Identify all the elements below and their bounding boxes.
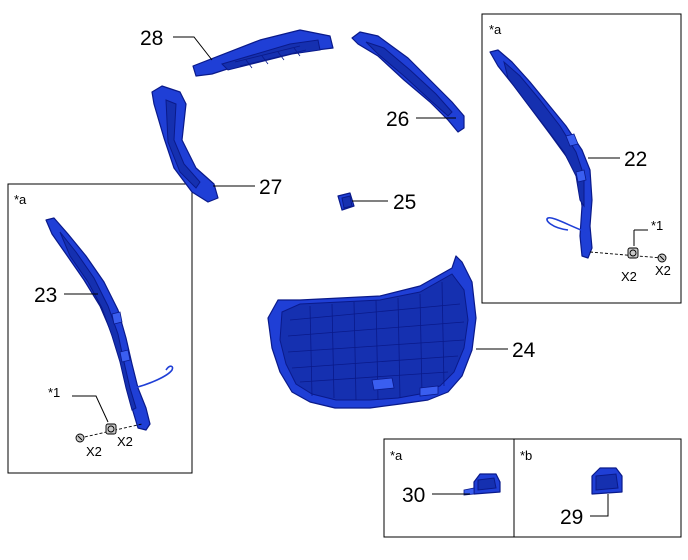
note-a-right: *a — [489, 22, 502, 37]
callout-28: 28 — [140, 27, 163, 50]
frame-right-detail — [481, 13, 682, 304]
fastener-axis-right — [589, 251, 663, 259]
callout-22: 22 — [624, 148, 647, 171]
qty-x2-right-b: X2 — [655, 263, 671, 278]
note-a-bottom: *a — [390, 448, 403, 463]
qty-x2-left-b: X2 — [117, 434, 133, 449]
part-24-back-door-trim-board — [267, 255, 477, 409]
screw-right-1 — [657, 253, 667, 263]
part-22-right-side-trim — [489, 49, 593, 259]
clip-left-1 — [105, 423, 117, 435]
frame-left-detail — [7, 183, 193, 474]
part-28-upper-back-door-trim — [192, 29, 334, 77]
part-29-cover — [591, 467, 623, 495]
callout-27: 27 — [259, 176, 282, 199]
callout-25: 25 — [393, 191, 416, 214]
part-23-left-side-trim — [45, 217, 151, 431]
frame-bottom-detail — [383, 438, 682, 538]
callout-29: 29 — [560, 506, 583, 529]
leader-29 — [590, 494, 609, 517]
wire-right — [546, 216, 587, 233]
leader-28 — [173, 36, 213, 61]
wire-left — [133, 365, 174, 389]
part-27-left-pillar-trim — [151, 85, 219, 203]
qty-x2-left-a: X2 — [86, 444, 102, 459]
callout-26: 26 — [386, 108, 409, 131]
screw-left-1 — [75, 433, 85, 443]
note-b-bottom: *b — [520, 448, 532, 463]
clip-right-1 — [627, 247, 639, 259]
note-1-right: *1 — [651, 218, 663, 233]
part-30-cover — [463, 473, 501, 496]
callout-30: 30 — [402, 484, 425, 507]
part-26-right-upper-trim — [351, 31, 465, 133]
note-1-left: *1 — [48, 385, 60, 400]
qty-x2-right-a: X2 — [621, 269, 637, 284]
part-25-small-cover — [337, 192, 355, 211]
callout-23: 23 — [34, 284, 57, 307]
leader-star1-left — [72, 395, 109, 423]
callout-24: 24 — [512, 339, 536, 362]
note-a-left: *a — [14, 192, 27, 207]
